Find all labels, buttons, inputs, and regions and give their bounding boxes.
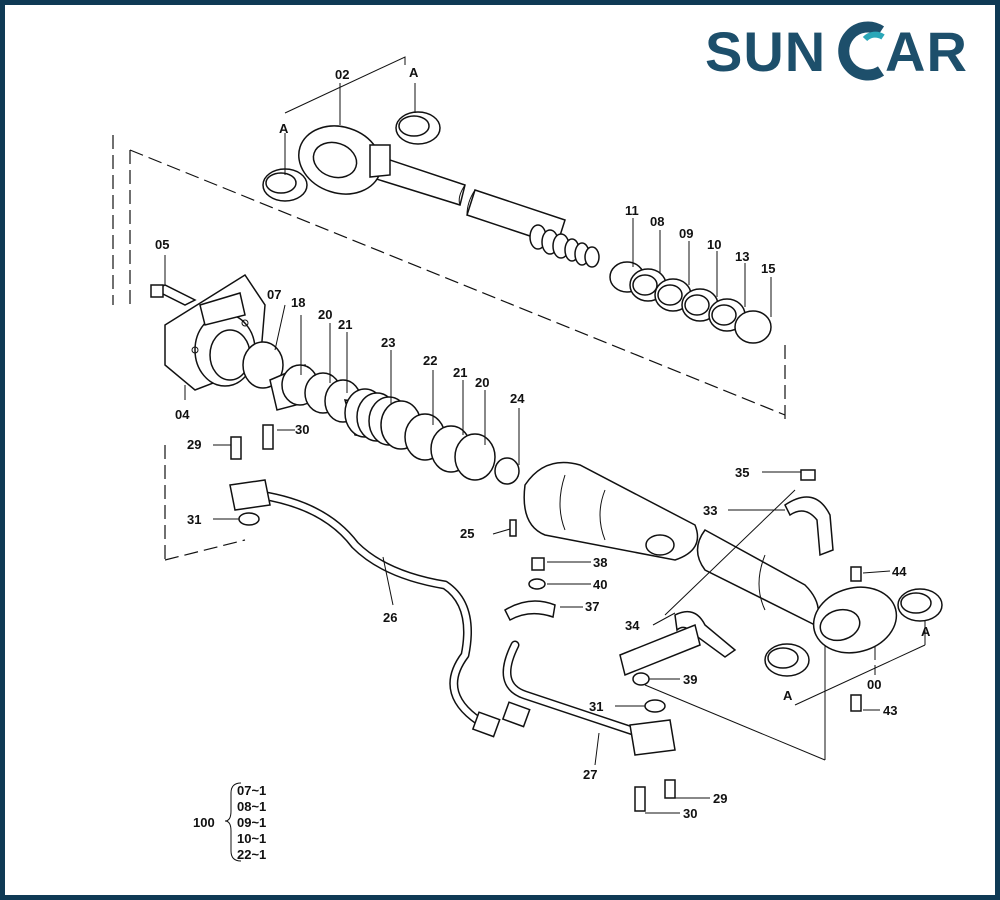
hose-26 (255, 490, 490, 730)
clamp-bolt (800, 469, 816, 481)
label-11: 11 (625, 203, 639, 218)
flange-o-ring (238, 512, 260, 526)
brand-text-left: SUN (705, 20, 826, 83)
label-35: 35 (735, 465, 749, 480)
brand-logo: SUN AR (705, 15, 995, 85)
kit-item: 08~1 (237, 799, 266, 814)
kit-item: 10~1 (237, 831, 266, 846)
label-20: 20 (318, 307, 332, 322)
label-05: 05 (155, 237, 169, 252)
leader-lines (164, 218, 891, 814)
tube-bushing (764, 588, 943, 677)
label-29: 29 (187, 437, 201, 452)
label-04: 04 (175, 407, 190, 422)
hose-flange (229, 479, 676, 756)
label-26: 26 (383, 610, 397, 625)
label-a: A (409, 65, 419, 80)
piston-seal-stack (269, 363, 520, 485)
grease-fitting-bottom (850, 694, 862, 712)
label-39: 39 (683, 672, 697, 687)
label-44: 44 (892, 564, 907, 579)
label-a: A (279, 121, 289, 136)
nut (632, 672, 650, 686)
piston-rod (298, 125, 600, 268)
label-29: 29 (713, 791, 727, 806)
rod-bushing (262, 111, 441, 202)
label-34: 34 (625, 618, 640, 633)
label-38: 38 (593, 555, 607, 570)
label-31: 31 (589, 699, 603, 714)
kit-brace (224, 782, 242, 862)
brand-c-mark-icon (838, 21, 885, 81)
label-40: 40 (593, 577, 607, 592)
label-37: 37 (585, 599, 599, 614)
cylinder-tube (523, 461, 898, 654)
label-02: 02 (335, 67, 349, 82)
kit-item: 07~1 (237, 783, 266, 798)
label-13: 13 (735, 249, 749, 264)
label-21: 21 (453, 365, 467, 380)
label-10: 10 (707, 237, 721, 252)
hose-27 (502, 640, 650, 740)
flange-o-ring-lower (644, 699, 666, 713)
seal-kit-legend: 100 07~1 08~1 09~1 10~1 22~1 (193, 782, 266, 862)
flange-bolts (230, 424, 676, 812)
label-18: 18 (291, 295, 305, 310)
assembly-guide-lines (112, 56, 926, 761)
label-30: 30 (295, 422, 309, 437)
label-31: 31 (187, 512, 201, 527)
o-ring (242, 341, 284, 389)
kit-item: 09~1 (237, 815, 266, 830)
label-a: A (921, 624, 931, 639)
label-22: 22 (423, 353, 437, 368)
cylinder-head (164, 273, 266, 391)
label-15: 15 (761, 261, 775, 276)
brand-text-right: AR (885, 20, 968, 83)
label-21: 21 (338, 317, 352, 332)
exploded-parts-diagram: 02 A A 05 07 18 20 21 23 22 21 20 24 04 … (112, 56, 943, 862)
set-pin (509, 519, 517, 537)
clamp-bolt-38 (531, 557, 545, 571)
label-27: 27 (583, 767, 597, 782)
label-08: 08 (650, 214, 664, 229)
label-20: 20 (475, 375, 489, 390)
seal-ring-set (609, 261, 772, 344)
label-43: 43 (883, 703, 897, 718)
label-24: 24 (510, 391, 525, 406)
label-33: 33 (703, 503, 717, 518)
kit-number: 100 (193, 815, 215, 830)
label-23: 23 (381, 335, 395, 350)
label-25: 25 (460, 526, 474, 541)
label-a: A (783, 688, 793, 703)
part-labels: 02 A A 05 07 18 20 21 23 22 21 20 24 04 … (155, 65, 931, 821)
bolt (150, 284, 197, 306)
hose-clamp (504, 496, 834, 677)
label-30: 30 (683, 806, 697, 821)
label-07: 07 (267, 287, 281, 302)
grease-fitting (850, 566, 862, 582)
label-00: 00 (867, 677, 881, 692)
washer (528, 578, 546, 590)
label-09: 09 (679, 226, 693, 241)
kit-item: 22~1 (237, 847, 266, 862)
